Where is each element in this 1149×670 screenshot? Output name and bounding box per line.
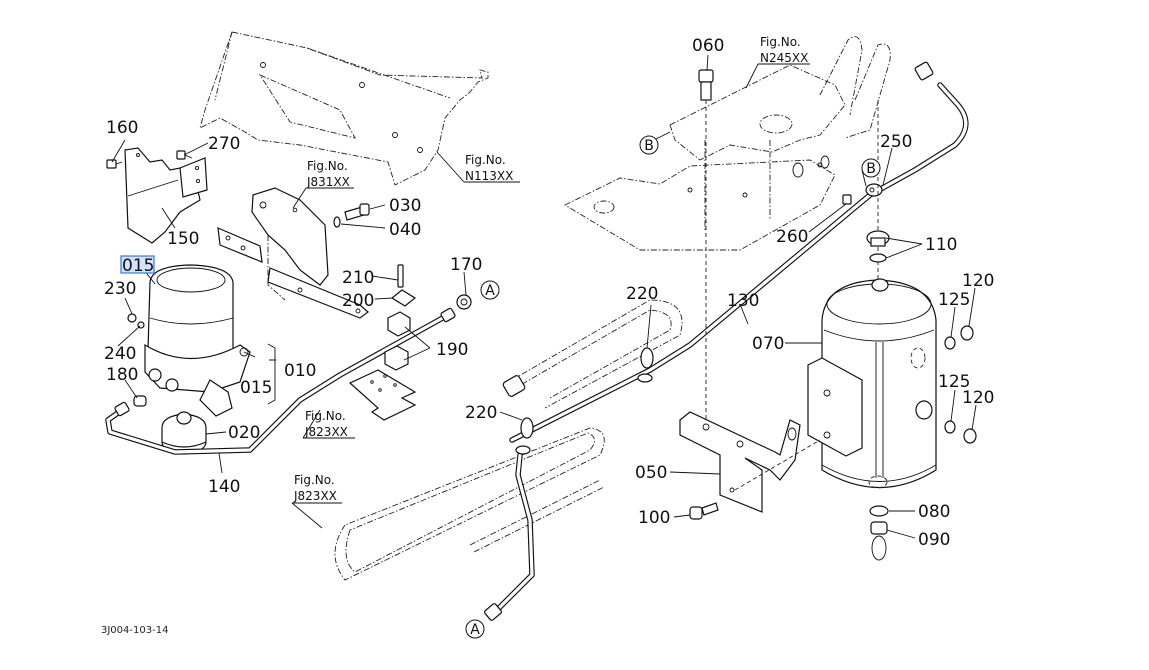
connector-b-left-label: B bbox=[644, 138, 654, 154]
callout-230[interactable]: 230 bbox=[104, 279, 136, 299]
fig-ref-j823-hose-line2: J823XX bbox=[293, 489, 337, 503]
drawing-code: 3J004-103-14 bbox=[101, 625, 168, 636]
connector-b-right: B bbox=[861, 158, 881, 178]
pipe-140 bbox=[105, 307, 456, 455]
fig-ref-j831[interactable]: Fig.No. J831XX bbox=[306, 159, 350, 189]
leader-lines bbox=[111, 54, 977, 539]
callout-015-selected[interactable]: 015 bbox=[122, 256, 154, 276]
bolt-100 bbox=[689, 502, 719, 520]
fig-ref-j823-plate-line2: J823XX bbox=[304, 425, 348, 439]
fig-ref-underlines bbox=[291, 63, 867, 529]
callout-015-side[interactable]: 015 bbox=[240, 378, 272, 398]
callout-270[interactable]: 270 bbox=[208, 134, 240, 154]
frame-n245-phantom bbox=[564, 36, 891, 251]
callout-130[interactable]: 130 bbox=[727, 291, 759, 311]
callout-220-lower[interactable]: 220 bbox=[465, 403, 497, 423]
washer-125-upper bbox=[944, 336, 956, 350]
callout-070[interactable]: 070 bbox=[752, 334, 784, 354]
bracket-050 bbox=[679, 411, 821, 513]
fitting-180 bbox=[133, 395, 147, 407]
callout-030[interactable]: 030 bbox=[389, 196, 421, 216]
callout-140[interactable]: 140 bbox=[208, 477, 240, 497]
fig-ref-n245-line1: Fig.No. bbox=[760, 35, 801, 49]
fitting-170 bbox=[456, 294, 472, 310]
fig-ref-n245[interactable]: Fig.No. N245XX bbox=[760, 35, 808, 65]
callout-180[interactable]: 180 bbox=[106, 365, 138, 385]
selected-highlight bbox=[120, 255, 155, 274]
bolt-060 bbox=[698, 69, 714, 430]
callout-120-lower[interactable]: 120 bbox=[962, 388, 994, 408]
callout-240[interactable]: 240 bbox=[104, 344, 136, 364]
plug-120-upper bbox=[960, 325, 974, 341]
callout-210[interactable]: 210 bbox=[342, 268, 374, 288]
fig-ref-j823-hose[interactable]: Fig.No. J823XX bbox=[293, 473, 337, 503]
connector-a-upper: A bbox=[480, 280, 500, 300]
callout-020[interactable]: 020 bbox=[228, 423, 260, 443]
fig-ref-n113[interactable]: Fig.No. N113XX bbox=[465, 153, 513, 183]
tank-070 bbox=[807, 278, 937, 489]
callout-120-upper[interactable]: 120 bbox=[962, 271, 994, 291]
fig-ref-j831-line2: J831XX bbox=[306, 175, 350, 189]
callout-190[interactable]: 190 bbox=[436, 340, 468, 360]
callout-090[interactable]: 090 bbox=[918, 530, 950, 550]
plate-j823-phantom bbox=[348, 369, 417, 421]
callout-040[interactable]: 040 bbox=[389, 220, 421, 240]
connector-b-left: B bbox=[639, 135, 659, 155]
callout-260[interactable]: 260 bbox=[776, 227, 808, 247]
washer-080 bbox=[869, 505, 889, 517]
fig-ref-n113-line2: N113XX bbox=[465, 169, 513, 183]
clip-250 bbox=[865, 183, 883, 197]
hose-j823-phantom bbox=[334, 299, 683, 581]
washer-040 bbox=[333, 216, 341, 228]
callout-100[interactable]: 100 bbox=[638, 508, 670, 528]
pipe-to-a bbox=[483, 375, 535, 621]
callout-110[interactable]: 110 bbox=[925, 235, 957, 255]
callout-200[interactable]: 200 bbox=[342, 291, 374, 311]
drain-090 bbox=[870, 521, 888, 561]
bracket-j831-phantom bbox=[217, 187, 369, 319]
callout-125-upper[interactable]: 125 bbox=[938, 290, 970, 310]
callout-170[interactable]: 170 bbox=[450, 255, 482, 275]
bolt-210 bbox=[397, 264, 404, 288]
fig-ref-n245-line2: N245XX bbox=[760, 51, 808, 65]
clamp-190 bbox=[384, 311, 411, 371]
callout-125-lower[interactable]: 125 bbox=[938, 372, 970, 392]
callout-050[interactable]: 050 bbox=[635, 463, 667, 483]
plate-200 bbox=[390, 289, 417, 307]
filter-020 bbox=[161, 411, 207, 455]
bracket-150 bbox=[124, 147, 208, 244]
bolt-160 bbox=[106, 159, 123, 169]
connector-b-right-label: B bbox=[866, 161, 876, 177]
connector-a-lower-label: A bbox=[470, 622, 480, 638]
fitting-110 bbox=[866, 100, 890, 292]
callout-250[interactable]: 250 bbox=[880, 132, 912, 152]
fig-ref-j831-line1: Fig.No. bbox=[307, 159, 348, 173]
plug-230 bbox=[127, 313, 137, 323]
plug-120-lower bbox=[963, 428, 977, 444]
bolt-260 bbox=[842, 194, 852, 205]
callout-220-upper[interactable]: 220 bbox=[626, 284, 658, 304]
fig-ref-j823-plate-line1: Fig.No. bbox=[305, 409, 346, 423]
connector-a-upper-label: A bbox=[485, 283, 495, 299]
bolt-030 bbox=[344, 203, 370, 221]
frame-n113-phantom bbox=[199, 31, 489, 186]
callout-010[interactable]: 010 bbox=[284, 361, 316, 381]
pipe-130 bbox=[509, 61, 969, 443]
air-dryer-010 bbox=[144, 264, 251, 417]
callout-060[interactable]: 060 bbox=[692, 36, 724, 56]
callout-080[interactable]: 080 bbox=[918, 502, 950, 522]
washer-125-lower bbox=[944, 420, 956, 434]
fig-ref-j823-plate[interactable]: Fig.No. J823XX bbox=[304, 409, 348, 439]
callout-150[interactable]: 150 bbox=[167, 229, 199, 249]
connector-a-lower: A bbox=[465, 619, 485, 639]
clip-220-b bbox=[515, 417, 534, 455]
fig-ref-n113-line1: Fig.No. bbox=[465, 153, 506, 167]
fig-ref-j823-hose-line1: Fig.No. bbox=[294, 473, 335, 487]
clip-220-a bbox=[637, 347, 654, 383]
callout-160[interactable]: 160 bbox=[106, 118, 138, 138]
